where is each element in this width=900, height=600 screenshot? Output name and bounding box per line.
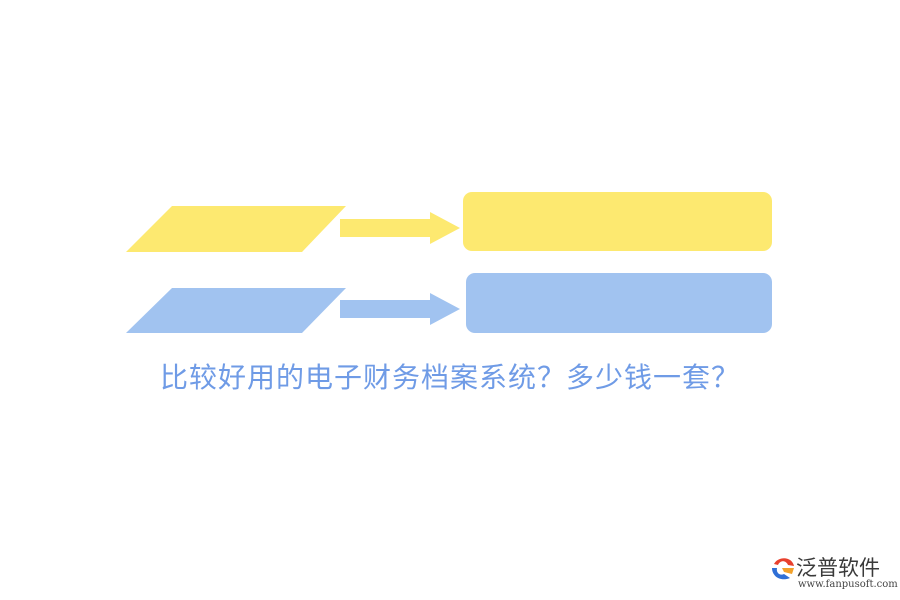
brand-logo[interactable]: 泛普软件 www.fanpusoft.com: [768, 552, 898, 596]
page-title: 比较好用的电子财务档案系统？多少钱一套？: [159, 361, 740, 394]
logo-url[interactable]: www.fanpusoft.com: [798, 579, 898, 590]
fanpu-logo-icon: [772, 558, 794, 580]
logo-name: 泛普软件: [796, 556, 880, 580]
yellow-arrow: [340, 212, 460, 244]
blue-box: [466, 273, 772, 333]
yellow-parallelogram: [126, 206, 346, 252]
blue-arrow: [340, 293, 460, 325]
yellow-box: [463, 192, 772, 251]
blue-parallelogram: [126, 288, 346, 333]
